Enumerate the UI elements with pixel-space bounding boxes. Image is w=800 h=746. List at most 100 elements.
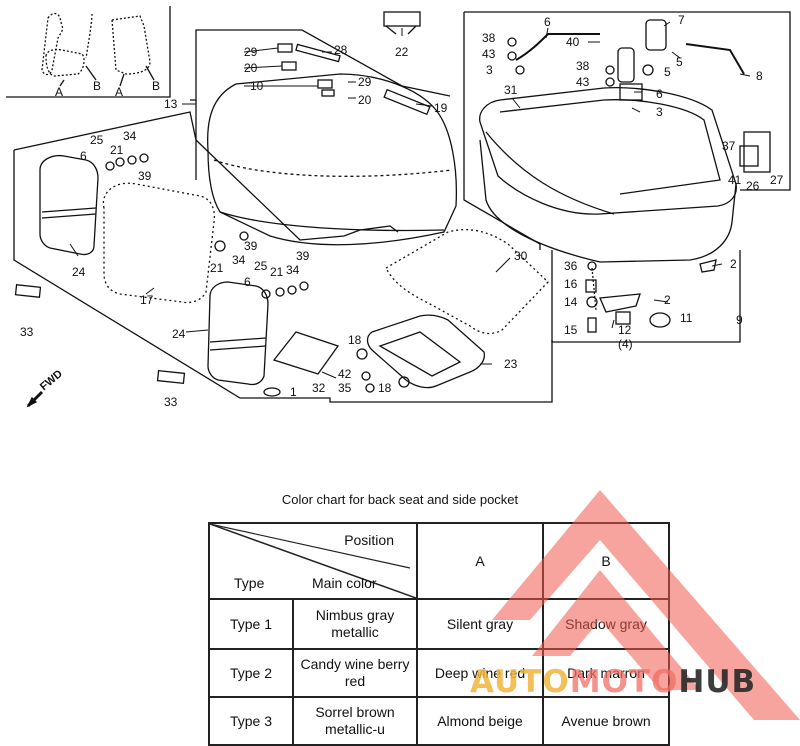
callout-11: 11 — [680, 311, 693, 325]
callout-32: 32 — [312, 381, 326, 395]
callout-12: 12 — [618, 323, 632, 337]
callout-42: 42 — [338, 367, 352, 381]
callout-3: 3 — [486, 63, 493, 77]
callout-24: 24 — [172, 327, 186, 341]
trunk-body — [479, 87, 737, 263]
header-diagonal-cell: Position Type Main color — [208, 522, 418, 600]
row-color-b: Shadow gray — [542, 598, 670, 650]
leader-lines — [69, 21, 751, 379]
callout-7: 7 — [678, 13, 685, 27]
callout-20: 20 — [358, 93, 372, 107]
color-chart-table: Position Type Main color A B Type 1 Nimb… — [208, 522, 670, 746]
callout-6: 6 — [244, 275, 251, 289]
parts-small-top — [277, 11, 431, 116]
row-main-color: Nimbus gray metallic — [315, 607, 395, 640]
callout-A: A — [55, 85, 64, 99]
inset-frame — [6, 6, 171, 98]
callout-18: 18 — [378, 381, 392, 395]
callout-34: 34 — [123, 129, 137, 143]
callout-23: 23 — [504, 357, 518, 371]
callout-13: 13 — [164, 97, 178, 111]
callout-1: 1 — [290, 385, 297, 399]
callout-38: 38 — [576, 59, 590, 73]
callout-22: 22 — [395, 45, 409, 59]
trunk-tray — [366, 314, 486, 389]
callout-14: 14 — [564, 295, 578, 309]
side-pocket-left — [39, 154, 99, 256]
callout-4: (4) — [618, 337, 633, 351]
callout-39: 39 — [138, 169, 152, 183]
callout-39: 39 — [244, 239, 258, 253]
callout-9: 9 — [736, 313, 743, 327]
header-main-color: Main color — [312, 575, 377, 591]
callout-6: 6 — [656, 87, 663, 101]
callout-25: 25 — [90, 133, 104, 147]
header-position: Position — [344, 532, 394, 548]
row-type: Type 2 — [210, 650, 294, 696]
callout-35: 35 — [338, 381, 352, 395]
callout-3: 3 — [656, 105, 663, 119]
row-color-a: Silent gray — [416, 598, 544, 650]
table-row: Type 3 Sorrel brown metallic-u Almond be… — [208, 696, 670, 746]
group-outline-base — [13, 111, 553, 403]
callout-20: 20 — [244, 61, 258, 75]
watermark-moto: MOTO — [569, 664, 679, 700]
row-color-b: Avenue brown — [542, 696, 670, 746]
callout-21: 21 — [270, 265, 284, 279]
callout-21: 21 — [110, 143, 124, 157]
watermark-hub: HUB — [678, 664, 757, 700]
callout-34: 34 — [286, 263, 300, 277]
callout-29: 29 — [244, 45, 258, 59]
callout-18: 18 — [348, 333, 362, 347]
callout-36: 36 — [564, 259, 578, 273]
row-main-color: Candy wine berry red — [300, 656, 410, 689]
parts-diagram — [6, 6, 791, 408]
callout-5: 5 — [676, 55, 683, 69]
trunk-lid — [207, 73, 457, 246]
callout-43: 43 — [576, 75, 590, 89]
callout-25: 25 — [254, 259, 268, 273]
callout-2: 2 — [730, 257, 737, 271]
back-seat-pad — [102, 182, 216, 304]
row-color-a: Almond beige — [416, 696, 544, 746]
callout-8: 8 — [756, 69, 763, 83]
callout-30: 30 — [514, 249, 528, 263]
table-header-row: Position Type Main color A B — [208, 522, 670, 600]
row-type: Type 1 — [210, 600, 294, 648]
callout-16: 16 — [564, 277, 578, 291]
callout-41: 41 — [728, 173, 742, 187]
callout-24: 24 — [72, 265, 86, 279]
trunk-mat — [385, 229, 549, 335]
table-row: Type 1 Nimbus gray metallic Silent gray … — [208, 598, 670, 650]
callout-10: 10 — [250, 79, 264, 93]
watermark-text: AUTOMOTOHUB — [470, 664, 756, 700]
row-type: Type 3 — [210, 698, 294, 744]
group-outline-lid — [190, 29, 451, 180]
header-col-a: A — [416, 522, 544, 600]
header-type: Type — [234, 575, 265, 591]
callout-A: A — [115, 85, 124, 99]
parts-small-bottom — [14, 284, 340, 408]
callout-26: 26 — [746, 179, 760, 193]
callout-38: 38 — [482, 31, 496, 45]
side-pocket-right — [207, 281, 269, 386]
callout-2: 2 — [664, 293, 671, 307]
callout-6: 6 — [544, 15, 551, 29]
callout-27: 27 — [770, 173, 784, 187]
callout-B: B — [152, 79, 161, 93]
color-chart-title: Color chart for back seat and side pocke… — [281, 492, 519, 507]
callout-B: B — [93, 79, 102, 93]
callout-17: 17 — [140, 293, 154, 307]
row-main-color: Sorrel brown metallic-u — [315, 704, 395, 737]
watermark-auto: AUTO — [470, 664, 570, 700]
callout-29: 29 — [358, 75, 372, 89]
callout-40: 40 — [566, 35, 580, 49]
diagonal-lines — [210, 524, 416, 598]
fasteners — [105, 153, 410, 393]
callout-37: 37 — [722, 139, 736, 153]
callout-33: 33 — [20, 325, 34, 339]
callout-6: 6 — [80, 149, 87, 163]
callout-34: 34 — [232, 253, 246, 267]
callout-43: 43 — [482, 47, 496, 61]
callout-19: 19 — [434, 101, 448, 115]
